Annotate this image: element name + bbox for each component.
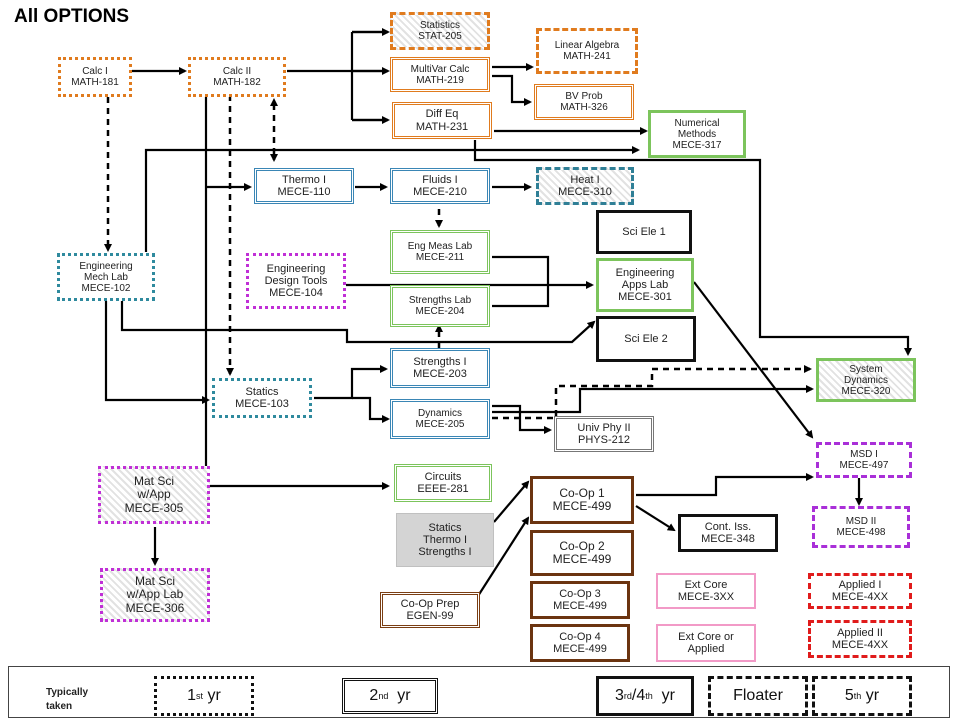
statics-thermo-strengths-label: Statics Thermo I Strengths I (418, 521, 472, 559)
page-title: All OPTIONS (14, 6, 130, 27)
coop2-label: Co-Op 2 MECE-499 (552, 538, 612, 566)
statics-label: Statics MECE-103 (235, 385, 289, 410)
applied2-node: Applied II MECE-4XX (808, 620, 912, 658)
sci-elective-1-node: Sci Ele 1 (596, 210, 692, 254)
arrow-calc2-math-branch (287, 30, 386, 122)
fluids-label: Fluids I MECE-210 (413, 173, 467, 198)
strengths-lab-node: Strengths Lab MECE-204 (390, 285, 490, 327)
bvprob-node: BV Prob MATH-326 (534, 84, 634, 120)
statics-node: Statics MECE-103 (212, 378, 312, 418)
eng-mech-lab-node: Engineering Mech Lab MECE-102 (57, 253, 155, 301)
apps-lab-node: Engineering Apps Lab MECE-301 (596, 258, 694, 312)
linear-algebra-label: Linear Algebra MATH-241 (554, 40, 620, 62)
legend-floater: Floater (708, 676, 808, 716)
diffeq-node: Diff Eq MATH-231 (392, 102, 492, 139)
msd2-label: MSD II MECE-498 (836, 516, 886, 538)
system-dynamics-node: System Dynamics MECE-320 (816, 358, 916, 402)
apps-lab-label: Engineering Apps Lab MECE-301 (615, 266, 675, 304)
circuits-node: Circuits EEEE-281 (394, 464, 492, 502)
coop4-node: Co-Op 4 MECE-499 (530, 624, 630, 662)
calc2-label: Calc II MATH-182 (213, 66, 261, 88)
arrow-diffeq-sysdyn (473, 140, 912, 356)
eng-meas-lab-label: Eng Meas Lab MECE-211 (407, 241, 473, 263)
circuits-label: Circuits EEEE-281 (417, 470, 469, 495)
numerical-methods-label: Numerical Methods MECE-317 (672, 117, 722, 151)
ext-core-label: Ext Core MECE-3XX (677, 578, 735, 603)
coop3-label: Co-Op 3 MECE-499 (553, 587, 607, 612)
mat-sci-lab-label: Mat Sci w/App Lab MECE-306 (125, 574, 185, 615)
coop3-node: Co-Op 3 MECE-499 (530, 581, 630, 619)
sci-elective-2-node: Sci Ele 2 (596, 316, 696, 362)
statistics-node: Statistics STAT-205 (390, 12, 490, 50)
applied1-node: Applied I MECE-4XX (808, 573, 912, 609)
coop1-node: Co-Op 1 MECE-499 (530, 476, 634, 524)
ext-core-or-applied-node: Ext Core or Applied (656, 624, 756, 662)
cont-issues-label: Cont. Iss. MECE-348 (701, 520, 755, 545)
strengths-node: Strengths I MECE-203 (390, 348, 490, 388)
cont-issues-node: Cont. Iss. MECE-348 (678, 514, 778, 552)
heat-label: Heat I MECE-310 (558, 173, 612, 198)
coop2-node: Co-Op 2 MECE-499 (530, 530, 634, 576)
system-dynamics-label: System Dynamics MECE-320 (841, 363, 891, 397)
eng-mech-lab-label: Engineering Mech Lab MECE-102 (79, 260, 133, 294)
coop1-label: Co-Op 1 MECE-499 (552, 485, 612, 513)
statics-thermo-strengths-group: Statics Thermo I Strengths I (396, 513, 494, 567)
diffeq-label: Diff Eq MATH-231 (415, 108, 469, 133)
msd1-label: MSD I MECE-497 (839, 449, 889, 471)
ext-core-or-applied-label: Ext Core or Applied (678, 630, 734, 655)
univ-physics-node: Univ Phy II PHYS-212 (554, 416, 654, 452)
dynamics-label: Dynamics MECE-205 (415, 408, 465, 430)
coop-prep-label: Co-Op Prep EGEN-99 (400, 597, 460, 622)
coop-prep-node: Co-Op Prep EGEN-99 (380, 592, 480, 628)
ext-core-node: Ext Core MECE-3XX (656, 573, 756, 609)
mat-sci-lab-node: Mat Sci w/App Lab MECE-306 (100, 568, 210, 622)
msd2-node: MSD II MECE-498 (812, 506, 910, 548)
thermo-node: Thermo I MECE-110 (254, 168, 354, 204)
mat-sci-label: Mat Sci w/App MECE-305 (124, 474, 184, 515)
bvprob-label: BV Prob MATH-326 (560, 91, 608, 113)
calc2-node: Calc II MATH-182 (188, 57, 286, 97)
applied2-label: Applied II MECE-4XX (831, 626, 889, 651)
arrow-englab-numerical (144, 146, 640, 252)
dynamics-node: Dynamics MECE-205 (390, 399, 490, 439)
mat-sci-node: Mat Sci w/App MECE-305 (98, 466, 210, 524)
msd1-node: MSD I MECE-497 (816, 442, 912, 478)
strengths-lab-label: Strengths Lab MECE-204 (408, 295, 472, 317)
applied1-label: Applied I MECE-4XX (831, 578, 889, 603)
multivar-label: MultiVar Calc MATH-219 (410, 63, 470, 86)
multivar-node: MultiVar Calc MATH-219 (390, 57, 490, 92)
univ-physics-label: Univ Phy II PHYS-212 (577, 421, 631, 446)
design-tools-node: Engineering Design Tools MECE-104 (246, 253, 346, 309)
thermo-label: Thermo I MECE-110 (277, 173, 331, 198)
coop4-label: Co-Op 4 MECE-499 (553, 630, 607, 655)
sci-elective-2-label: Sci Ele 2 (624, 332, 668, 345)
linear-algebra-node: Linear Algebra MATH-241 (536, 28, 638, 74)
eng-meas-lab-node: Eng Meas Lab MECE-211 (390, 230, 490, 274)
heat-node: Heat I MECE-310 (536, 167, 634, 205)
sci-elective-1-label: Sci Ele 1 (622, 225, 666, 238)
calc1-node: Calc I MATH-181 (58, 57, 132, 97)
calc1-label: Calc I MATH-181 (71, 66, 119, 88)
arrow-multivar-bvprob (492, 74, 532, 106)
numerical-methods-node: Numerical Methods MECE-317 (648, 110, 746, 158)
legend (8, 666, 950, 718)
strengths-label: Strengths I MECE-203 (413, 355, 467, 380)
statistics-label: Statistics STAT-205 (418, 20, 462, 42)
legend-label: Typically taken (46, 687, 89, 712)
design-tools-label: Engineering Design Tools MECE-104 (264, 262, 328, 300)
fluids-node: Fluids I MECE-210 (390, 168, 490, 204)
